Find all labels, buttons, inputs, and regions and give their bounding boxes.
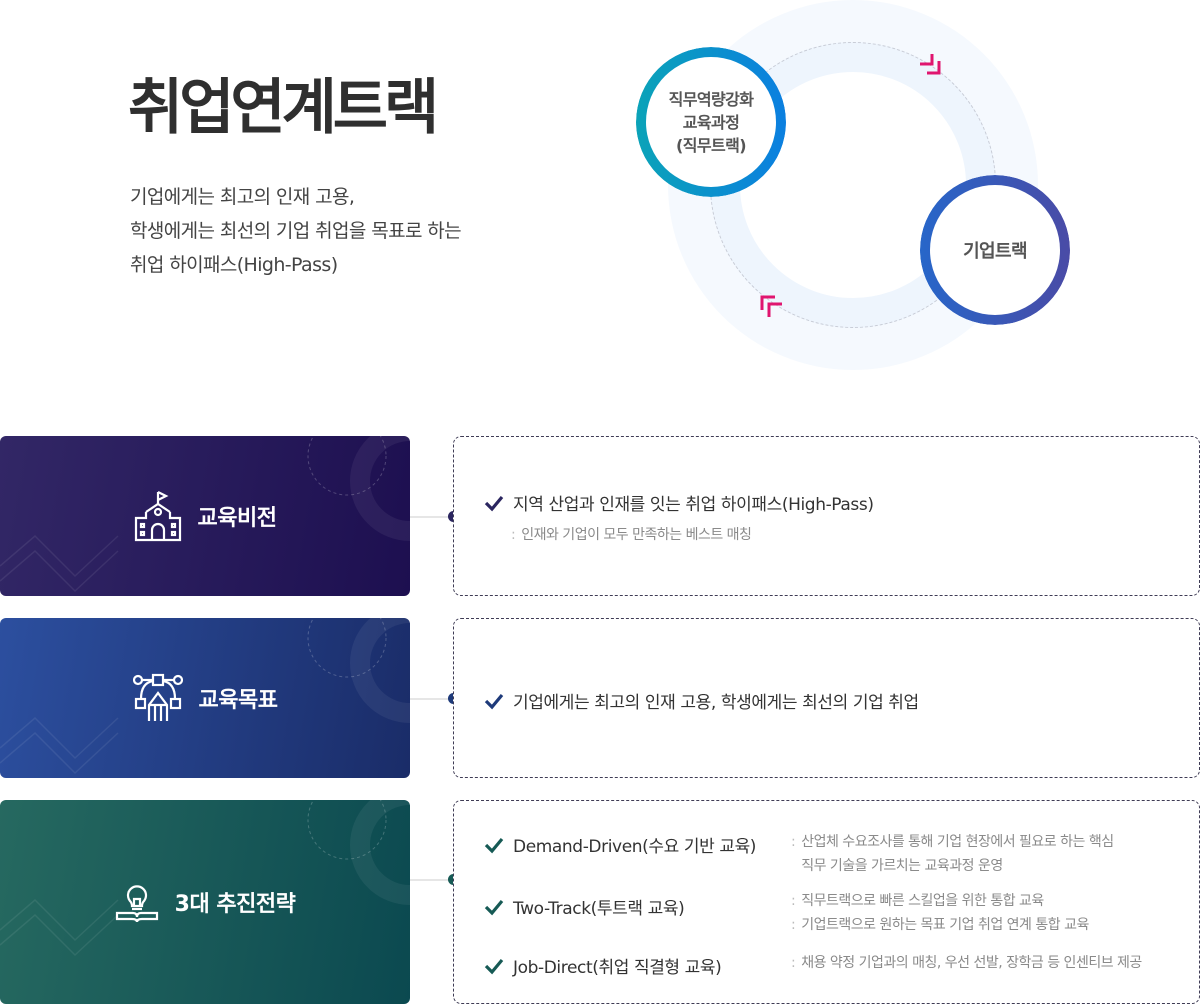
section-content-box: 기업에게는 최고의 인재 고용, 학생에게는 최선의 기업 취업: [453, 618, 1200, 778]
list-item: Demand-Driven(수요 기반 교육): [484, 832, 756, 857]
node-label: (직무트랙): [676, 135, 747, 155]
node-label: 교육과정: [682, 112, 740, 132]
hero-description-line: 학생에게는 최선의 기업 취업을 목표로 하는: [130, 220, 462, 242]
section-title: 3대 추진전략: [174, 892, 296, 917]
item-label: Demand-Driven(수요 기반 교육): [513, 837, 757, 857]
hero-description-line: 기업에게는 최고의 인재 고용,: [130, 186, 355, 208]
item-detail: :직무트랙으로 빠른 스킬업을 위한 통합 교육 :기업트랙으로 원하는 목표 …: [791, 893, 1089, 933]
item-label: 기업에게는 최고의 인재 고용, 학생에게는 최선의 기업 취업: [513, 693, 919, 713]
double-chevron-up-left-icon: [760, 295, 782, 317]
section-vision: 교육비전 지역 산업과 인재를 잇는 취업 하이패스(High-Pass) :인…: [0, 436, 1200, 596]
section-content-box: 지역 산업과 인재를 잇는 취업 하이패스(High-Pass) :인재와 기업…: [453, 436, 1200, 596]
item-detail: :채용 약정 기업과의 매칭, 우선 선발, 장학금 등 인센티브 제공: [791, 955, 1142, 971]
section-card: 교육목표: [0, 618, 410, 778]
list-item: 지역 산업과 인재를 잇는 취업 하이패스(High-Pass): [484, 490, 874, 515]
section-title: 교육비전: [197, 506, 277, 531]
section-card: 교육비전: [0, 436, 410, 596]
double-chevron-down-right-icon: [920, 54, 941, 75]
item-detail-text: 산업체 수요조사를 통해 기업 현장에서 필요로 하는 핵심: [801, 834, 1114, 850]
list-item: Job-Direct(취업 직결형 교육): [484, 953, 722, 978]
job-track-node: 직무역량강화 교육과정 (직무트랙): [636, 47, 786, 197]
connector-line: [410, 516, 450, 518]
section-card: 3대 추진전략: [0, 800, 410, 1004]
node-label: 기업트랙: [963, 241, 1027, 262]
section-goal: 교육목표 기업에게는 최고의 인재 고용, 학생에게는 최선의 기업 취업: [0, 618, 1200, 778]
section-content-box: Demand-Driven(수요 기반 교육) :산업체 수요조사를 통해 기업…: [453, 800, 1200, 1004]
checkmark-icon: [484, 837, 504, 853]
section-title: 교육목표: [198, 688, 278, 713]
connector-line: [410, 698, 450, 700]
item-label: Job-Direct(취업 직결형 교육): [513, 958, 722, 978]
list-item: Two-Track(투트랙 교육): [484, 894, 685, 919]
checkmark-icon: [484, 693, 504, 709]
hero-description-line: 취업 하이패스(High-Pass): [130, 254, 338, 276]
item-detail-text: 인재와 기업이 모두 만족하는 베스트 매칭: [521, 527, 752, 543]
checkmark-icon: [484, 899, 504, 915]
section-strategy: 3대 추진전략 Demand-Driven(수요 기반 교육) :산업체 수요조…: [0, 800, 1200, 1004]
item-label: Two-Track(투트랙 교육): [513, 899, 685, 919]
vector-pen-icon: [132, 673, 183, 721]
track-cycle-diagram: 직무역량강화 교육과정 (직무트랙) 기업트랙: [620, 0, 1100, 380]
school-icon: [134, 491, 181, 542]
company-track-node: 기업트랙: [920, 175, 1070, 325]
item-detail-text: 직무 기술을 가르치는 교육과정 운영: [801, 858, 1003, 874]
checkmark-icon: [484, 958, 504, 974]
item-detail-text: 채용 약정 기업과의 매칭, 우선 선발, 장학금 등 인센티브 제공: [801, 955, 1142, 971]
item-detail-text: 기업트랙으로 원하는 목표 기업 취업 연계 통합 교육: [801, 917, 1089, 933]
item-detail: :인재와 기업이 모두 만족하는 베스트 매칭: [511, 527, 752, 543]
page-title: 취업연계트랙: [128, 73, 439, 143]
list-item: 기업에게는 최고의 인재 고용, 학생에게는 최선의 기업 취업: [484, 688, 919, 713]
connector-line: [410, 879, 450, 881]
item-detail-text: 직무트랙으로 빠른 스킬업을 위한 통합 교육: [801, 893, 1044, 909]
item-detail: :산업체 수요조사를 통해 기업 현장에서 필요로 하는 핵심 :직무 기술을 …: [791, 834, 1114, 874]
node-label: 직무역량강화: [668, 89, 754, 109]
hero-description: 기업에게는 최고의 인재 고용, 학생에게는 최선의 기업 취업을 목표로 하는…: [130, 180, 462, 282]
lightbulb-book-icon: [115, 885, 158, 923]
checkmark-icon: [484, 495, 504, 511]
item-label: 지역 산업과 인재를 잇는 취업 하이패스(High-Pass): [513, 495, 874, 515]
